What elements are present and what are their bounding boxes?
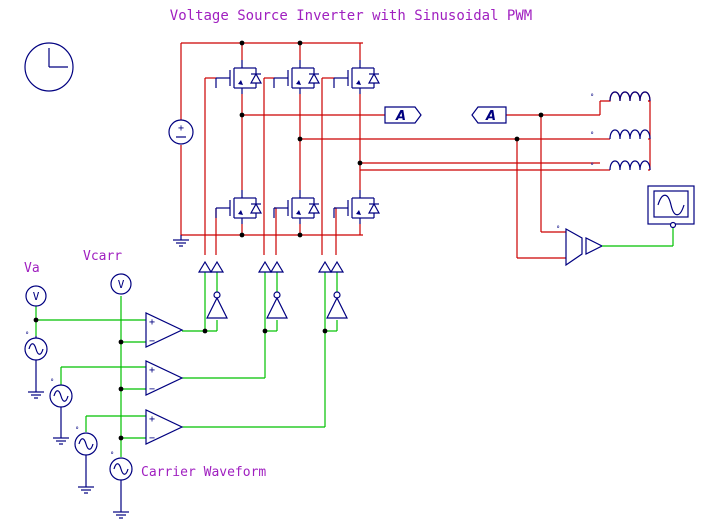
comparator-c[interactable]: + − xyxy=(145,409,184,445)
not-gate-a[interactable] xyxy=(206,291,228,319)
ac-source-carrier[interactable] xyxy=(109,296,133,519)
igbt-upper-a[interactable] xyxy=(215,59,262,95)
svg-text:V: V xyxy=(118,278,125,291)
igbt-lower-b[interactable] xyxy=(273,189,320,225)
label-carrier-waveform: Carrier Waveform xyxy=(141,465,266,480)
oscilloscope-icon[interactable] xyxy=(647,185,695,229)
current-probe-tag-out[interactable]: A xyxy=(384,106,422,124)
load-inductors[interactable]: ° ° ° xyxy=(590,91,651,171)
svg-text:−: − xyxy=(149,384,155,395)
control-wiring xyxy=(35,228,674,457)
ac-source-c[interactable] xyxy=(74,425,98,494)
ac-source-b[interactable] xyxy=(49,377,73,445)
control-junctions xyxy=(33,317,328,441)
gate-driver-a[interactable] xyxy=(198,261,224,273)
differential-amplifier[interactable]: ° xyxy=(556,225,583,267)
gate-driver-b[interactable] xyxy=(258,261,284,273)
svg-text:+: + xyxy=(178,123,184,134)
label-va: Va xyxy=(24,261,40,276)
svg-text:°: ° xyxy=(556,225,560,233)
power-junctions xyxy=(239,40,544,238)
svg-text:−: − xyxy=(149,433,155,444)
svg-text:°: ° xyxy=(590,162,594,170)
svg-text:A: A xyxy=(395,109,406,124)
not-gate-b[interactable] xyxy=(266,291,288,319)
ground-symbol-dc xyxy=(172,235,190,247)
comparator-a[interactable]: + − xyxy=(145,312,184,348)
comparator-b[interactable]: + − xyxy=(145,360,184,396)
svg-text:A: A xyxy=(485,109,496,124)
diagram-title: Voltage Source Inverter with Sinusoidal … xyxy=(170,8,532,24)
dc-voltage-source[interactable]: + xyxy=(168,119,194,145)
gate-driver-c[interactable] xyxy=(318,261,344,273)
svg-text:V: V xyxy=(33,290,40,303)
igbt-lower-c[interactable] xyxy=(333,189,380,225)
svg-text:+: + xyxy=(149,365,155,376)
voltmeter-vcarr[interactable]: V xyxy=(110,273,132,295)
svg-text:°: ° xyxy=(590,131,594,139)
voltage-buffer[interactable] xyxy=(585,237,604,255)
igbt-upper-b[interactable] xyxy=(273,59,320,95)
clock-icon[interactable] xyxy=(24,42,74,92)
not-gate-c[interactable] xyxy=(326,291,348,319)
svg-text:+: + xyxy=(149,317,155,328)
igbt-upper-c[interactable] xyxy=(333,59,380,95)
igbt-lower-a[interactable] xyxy=(215,189,262,225)
ac-source-a[interactable] xyxy=(24,330,48,399)
svg-text:+: + xyxy=(149,414,155,425)
svg-text:°: ° xyxy=(590,93,594,101)
svg-text:−: − xyxy=(149,336,155,347)
voltmeter-va[interactable]: V xyxy=(25,285,47,307)
label-vcarr: Vcarr xyxy=(83,249,122,264)
power-wiring xyxy=(180,42,651,259)
current-probe-tag-in[interactable]: A xyxy=(471,106,507,124)
